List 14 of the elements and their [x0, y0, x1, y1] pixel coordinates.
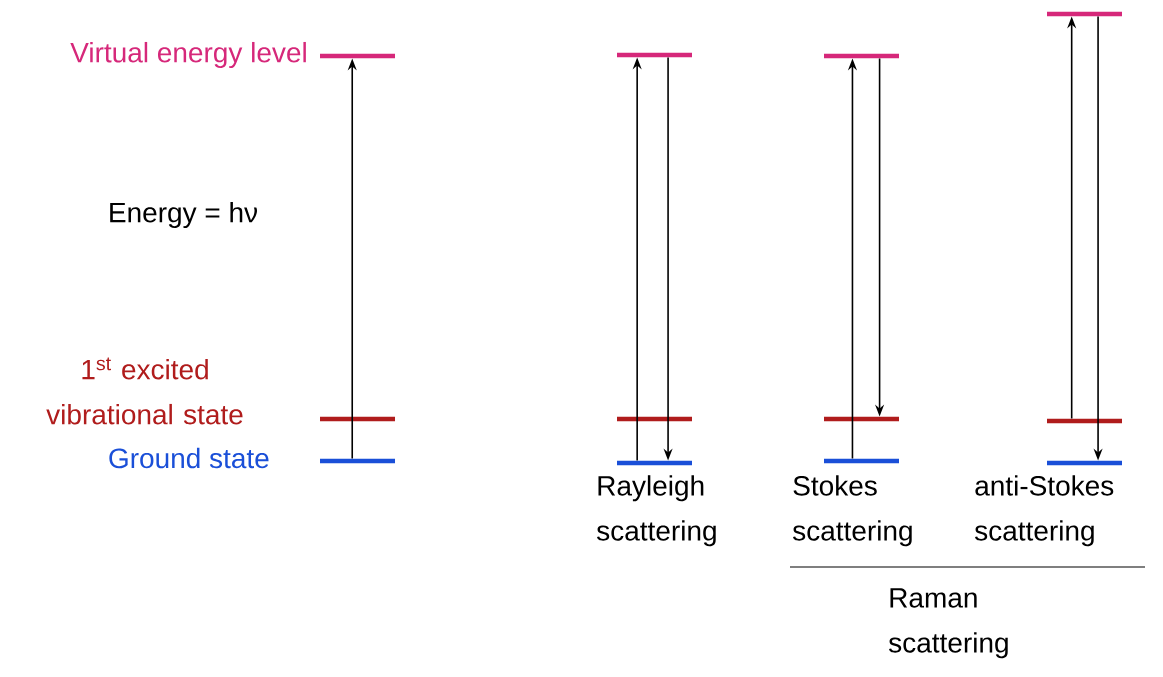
energy-level-bar — [617, 416, 692, 422]
state-label: Rayleigh scattering — [597, 475, 716, 547]
energy-level-bar — [617, 52, 692, 58]
state-label: anti-Stokes scattering — [975, 475, 1114, 547]
state-label: Virtual energy level — [70, 41, 306, 69]
energy-level-bar — [824, 416, 899, 422]
edge-label: Energy = hν — [105, 199, 261, 231]
energy-level-bar — [1047, 418, 1122, 424]
state-label: Stokes scattering — [793, 475, 912, 547]
group-label: Raman scattering — [889, 588, 1008, 659]
energy-level-bar — [824, 53, 899, 59]
state-label: 1$^{st}$ excited vibrational state — [46, 357, 243, 425]
state-label: Ground state — [109, 447, 269, 469]
energy-level-bar — [1047, 11, 1122, 17]
